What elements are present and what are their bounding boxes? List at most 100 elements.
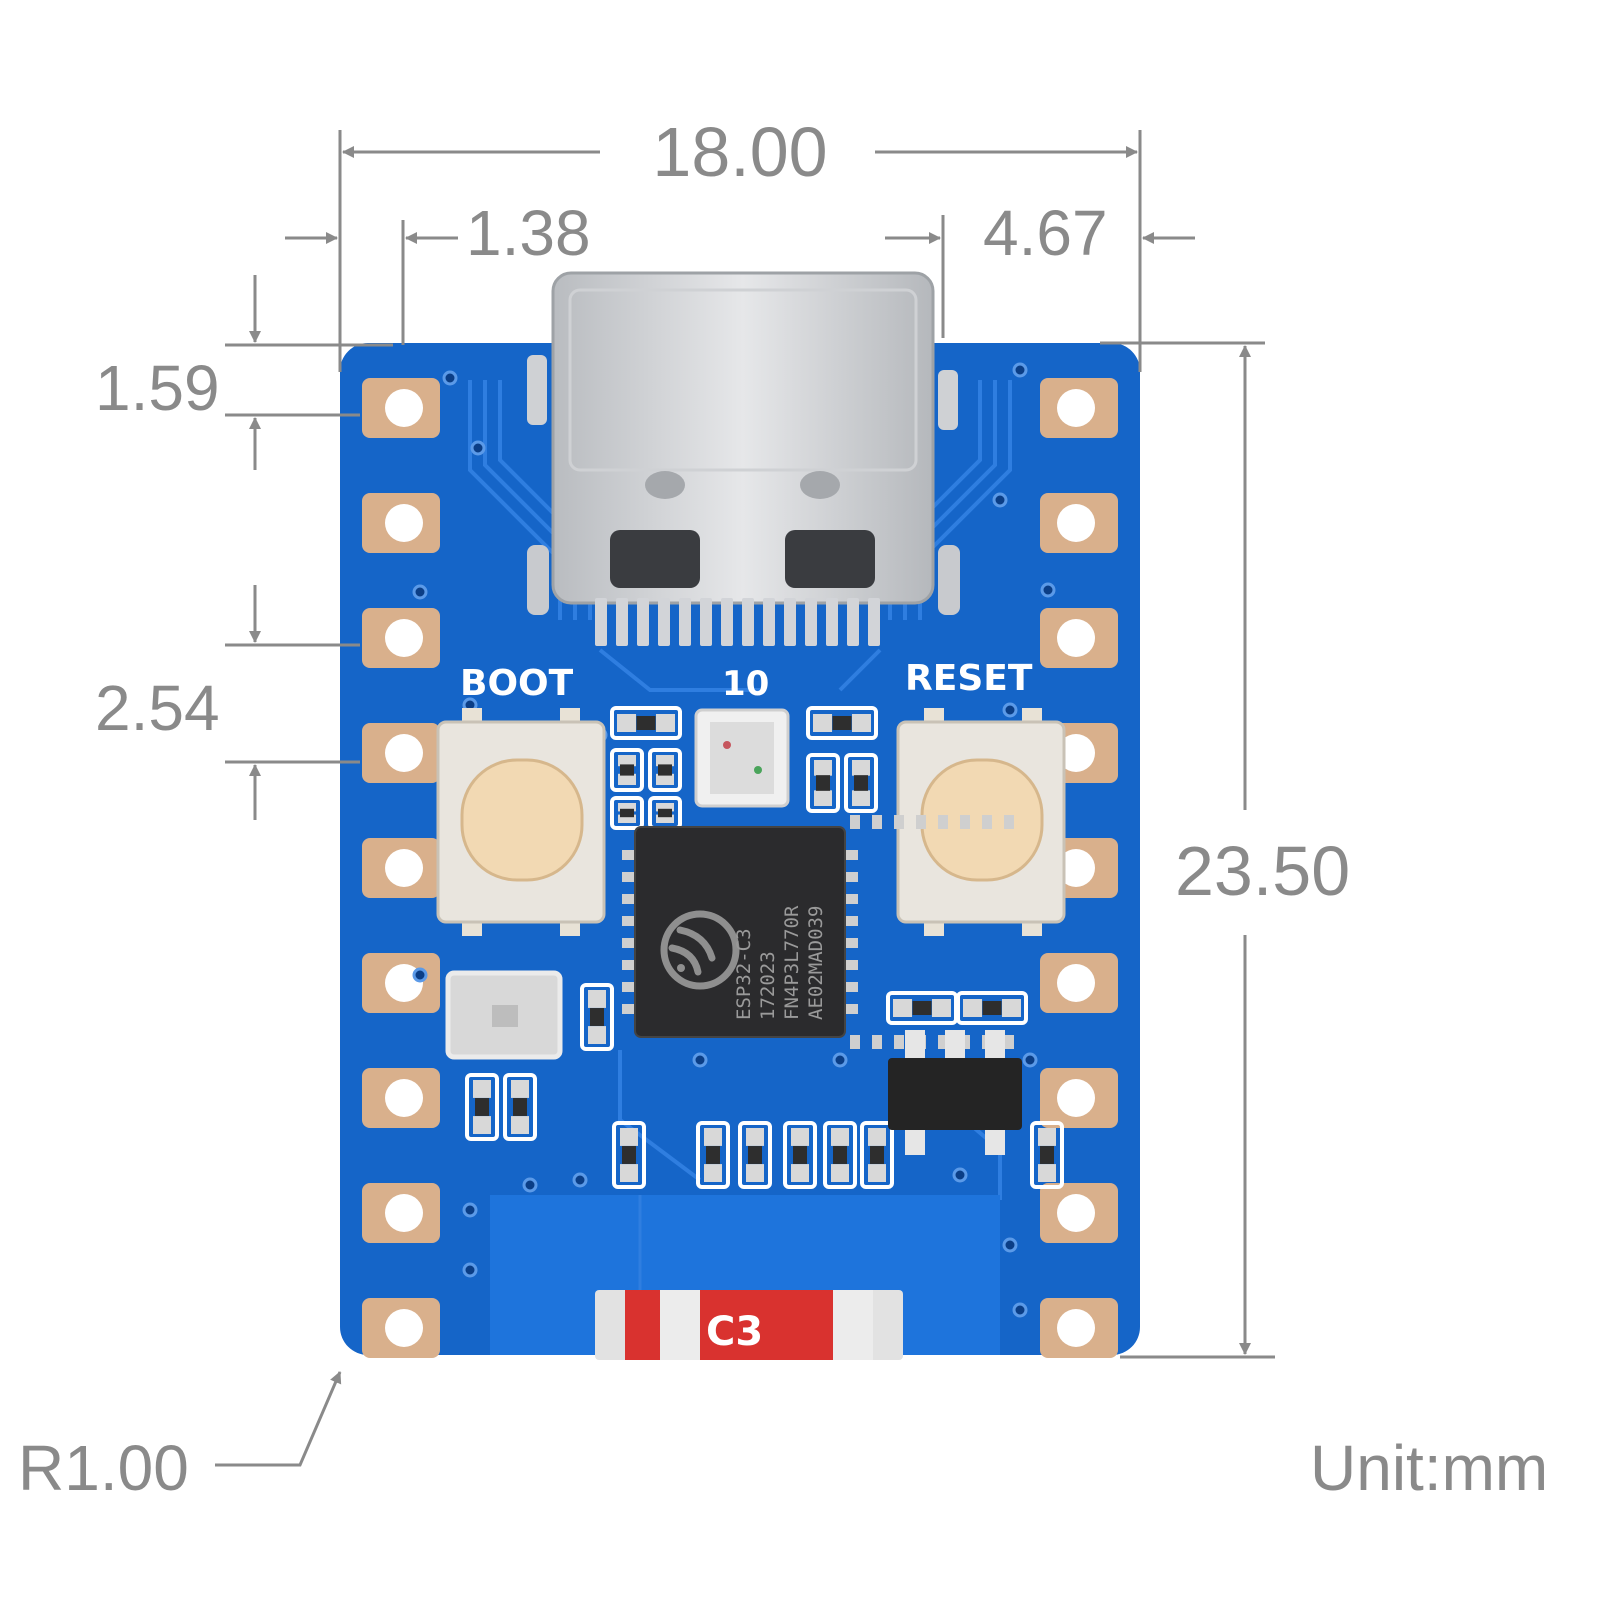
- chip-line-2: 172023: [757, 951, 779, 1020]
- chip-leg: [982, 815, 992, 829]
- smd-component: [503, 1073, 537, 1141]
- castellated-pad-left: [362, 378, 440, 438]
- chip-leg: [938, 1035, 948, 1049]
- usb-pin: [868, 598, 880, 646]
- width-total-label: 18.00: [652, 113, 827, 191]
- usb-pin: [616, 598, 628, 646]
- usb-c-connector: [527, 271, 960, 615]
- chip-leg: [844, 938, 858, 948]
- chip-leg: [916, 815, 926, 829]
- dimension-labels: 18.00 1.38 4.67 1.59 2.54 23.50 R1.00 Un…: [18, 113, 1548, 1504]
- castellated-pad-right: [1040, 378, 1118, 438]
- usb-pin: [847, 598, 859, 646]
- smd-component: [648, 748, 682, 792]
- smd-component: [696, 1121, 730, 1189]
- antenna-mark: C3: [706, 1309, 763, 1355]
- castellated-pad-left: [362, 838, 440, 898]
- pitch-label: 2.54: [95, 672, 220, 744]
- chip-leg: [844, 894, 858, 904]
- castellated-pad-left: [362, 493, 440, 553]
- chip-leg: [850, 1035, 860, 1049]
- chip-leg: [938, 815, 948, 829]
- pcb-board: BOOT 10 RESET: [340, 271, 1140, 1360]
- corner-radius-label: R1.00: [18, 1432, 189, 1504]
- chip-leg: [1004, 1035, 1014, 1049]
- castellated-pad-left: [362, 1068, 440, 1128]
- chip-leg: [1004, 815, 1014, 829]
- smd-component: [806, 706, 878, 740]
- castellated-pad-left: [362, 608, 440, 668]
- castellated-pad-left: [362, 1183, 440, 1243]
- smd-component: [1030, 1121, 1064, 1189]
- chip-leg: [844, 982, 858, 992]
- chip-leg: [960, 815, 970, 829]
- smd-component: [580, 983, 614, 1051]
- smd-component: [806, 753, 840, 813]
- chip-leg: [872, 1035, 882, 1049]
- chip-leg: [622, 960, 636, 970]
- top-pad-label: 1.59: [95, 352, 220, 424]
- castellated-pad-right: [1040, 493, 1118, 553]
- castellated-pad-right: [1040, 953, 1118, 1013]
- smd-component: [886, 991, 958, 1025]
- chip-leg: [622, 938, 636, 948]
- smd-component: [823, 1121, 857, 1189]
- usb-pin: [679, 598, 691, 646]
- right-offset-label: 4.67: [983, 197, 1108, 269]
- usb-pin: [742, 598, 754, 646]
- smd-component: [610, 706, 682, 740]
- chip-leg: [872, 815, 882, 829]
- chip-leg: [894, 815, 904, 829]
- usb-c-pins: [595, 598, 880, 646]
- smd-component: [783, 1121, 817, 1189]
- crystal-oscillator: [445, 970, 563, 1060]
- chip-leg: [850, 815, 860, 829]
- smd-component: [465, 1073, 499, 1141]
- boot-button[interactable]: [436, 708, 606, 936]
- chip-leg: [622, 1004, 636, 1014]
- dimension-lines: [215, 130, 1275, 1467]
- castellated-pad-right: [1040, 1068, 1118, 1128]
- usb-pin: [658, 598, 670, 646]
- chip-leg: [844, 960, 858, 970]
- usb-pin: [805, 598, 817, 646]
- castellated-pad-left: [362, 1298, 440, 1358]
- smd-component: [956, 991, 1028, 1025]
- chip-leg: [622, 850, 636, 860]
- espressif-logo-icon: [660, 910, 740, 990]
- castellated-pad-right: [1040, 1298, 1118, 1358]
- height-total-label: 23.50: [1175, 832, 1350, 910]
- usb-pin: [637, 598, 649, 646]
- castellated-pad-right: [1040, 1183, 1118, 1243]
- castellated-pad-left: [362, 723, 440, 783]
- voltage-regulator: [888, 1030, 1022, 1155]
- rgb-led: [694, 708, 790, 808]
- chip-leg: [844, 850, 858, 860]
- chip-leg: [894, 1035, 904, 1049]
- chip-line-1: ESP32-C3: [733, 928, 755, 1020]
- smd-component: [738, 1121, 772, 1189]
- usb-pin: [763, 598, 775, 646]
- castellated-pad-left: [362, 953, 440, 1013]
- usb-pin: [700, 598, 712, 646]
- chip-leg: [622, 894, 636, 904]
- ceramic-antenna: C3: [595, 1290, 903, 1360]
- castellated-pad-right: [1040, 608, 1118, 668]
- usb-pin: [784, 598, 796, 646]
- smd-component: [612, 1121, 646, 1189]
- chip-leg: [844, 916, 858, 926]
- smd-component: [610, 748, 644, 792]
- smd-component: [860, 1121, 894, 1189]
- boot-label: BOOT: [460, 663, 574, 704]
- chip-line-3: FN4P3L770R: [781, 905, 803, 1020]
- esp32-c3-chip: ESP32-C3 172023 FN4P3L770R AE02MAD039: [622, 815, 1014, 1049]
- left-offset-label: 1.38: [466, 197, 591, 269]
- usb-pin: [721, 598, 733, 646]
- smd-passives: [465, 706, 1064, 1189]
- usb-pin: [826, 598, 838, 646]
- chip-leg: [844, 872, 858, 882]
- smd-component: [610, 796, 644, 830]
- chip-leg: [622, 982, 636, 992]
- left-castellated-pads: [362, 378, 440, 1358]
- unit-label: Unit:mm: [1310, 1432, 1548, 1504]
